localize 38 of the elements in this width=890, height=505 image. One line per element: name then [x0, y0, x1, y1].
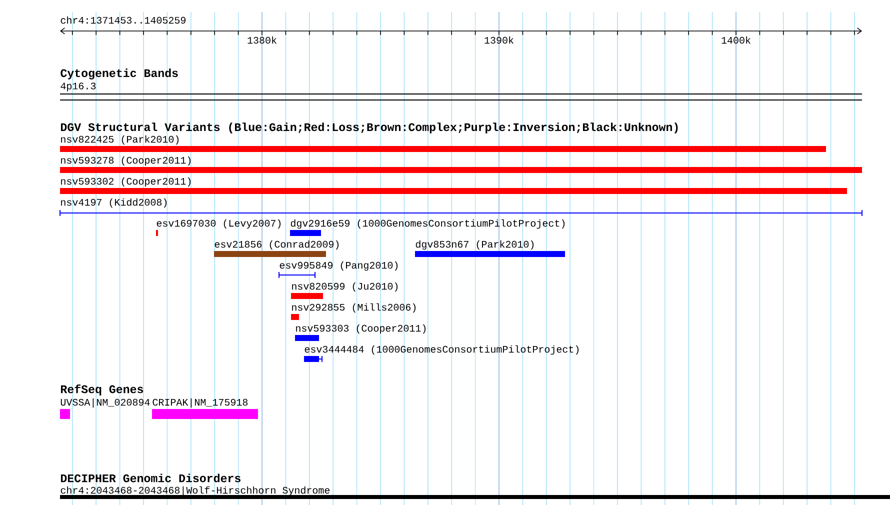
region-label: chr4:1371453..1405259 — [60, 16, 186, 24]
cytoband-bar: 4p16.3 — [60, 82, 862, 100]
node-label: nsv820599 (Ju2010) — [292, 282, 398, 292]
node-label: nsv593302 (Cooper2011) — [61, 177, 191, 187]
node-label: esv1697030 (Levy2007) — [156, 219, 281, 229]
variant-bar: dgv853n67 (Park2010) — [415, 240, 565, 257]
node-label: esv3444484 (1000GenomesConsortiumPilotProject) — [304, 345, 579, 355]
disorder-bar: chr4:2043468-2043468|Wolf-Hirschhorn Syndrome — [60, 486, 890, 499]
variant-line: esv995849 (Pang2010) — [278, 261, 398, 278]
tick-label: 1390k — [484, 36, 514, 44]
variant-line: nsv4197 (Kidd2008) — [60, 198, 862, 216]
gene-bar: CRIPAK|NM_175918 — [152, 398, 258, 419]
gene-bar: UVSSA|NM_020894 — [60, 398, 150, 419]
track-heading: RefSeq Genes — [61, 384, 144, 396]
variant-bar: nsv292855 (Mills2006) — [291, 303, 416, 320]
tick-label: 1400k — [722, 36, 750, 44]
node-label: dgv853n67 (Park2010) — [416, 240, 534, 250]
node-label: CRIPAK|NM_175918 — [152, 398, 248, 408]
variant-bar: nsv593302 (Cooper2011) — [60, 177, 847, 194]
node-label: nsv822425 (Park2010) — [61, 135, 179, 145]
variant-bar: nsv593278 (Cooper2011) — [60, 156, 862, 173]
variant-bar: nsv820599 (Ju2010) — [291, 282, 398, 299]
node-label: chr4:2043468-2043468|Wolf-Hirschhorn Syndrome — [60, 486, 330, 496]
node-label: nsv292855 (Mills2006) — [292, 303, 416, 313]
track-heading: DECIPHER Genomic Disorders — [60, 474, 240, 482]
variant-bar: dgv2916e59 (1000GenomesConsortiumPilotProject) — [290, 219, 565, 236]
node-label: UVSSA|NM_020894 — [60, 398, 150, 408]
variant-bar: nsv593303 (Cooper2011) — [295, 324, 426, 341]
node-label: nsv593278 (Cooper2011) — [61, 156, 191, 166]
track-heading: DGV Structural Variants (Blue:Gain;Red:Loss;Brown:Complex;Purple:Inversion;Black:Unknown) — [60, 122, 678, 134]
variant-bar: esv21856 (Conrad2009) — [214, 240, 339, 257]
tick-label: 1380k — [248, 36, 276, 44]
node-label: nsv593303 (Cooper2011) — [296, 324, 426, 334]
variant-bar: esv1697030 (Levy2007) — [156, 219, 281, 236]
variant-bar: nsv822425 (Park2010) — [60, 135, 826, 152]
node-label: dgv2916e59 (1000GenomesConsortiumPilotProject) — [290, 219, 565, 229]
node-label: esv21856 (Conrad2009) — [214, 240, 339, 250]
variant-bar: esv3444484 (1000GenomesConsortiumPilotProject) — [304, 345, 579, 362]
